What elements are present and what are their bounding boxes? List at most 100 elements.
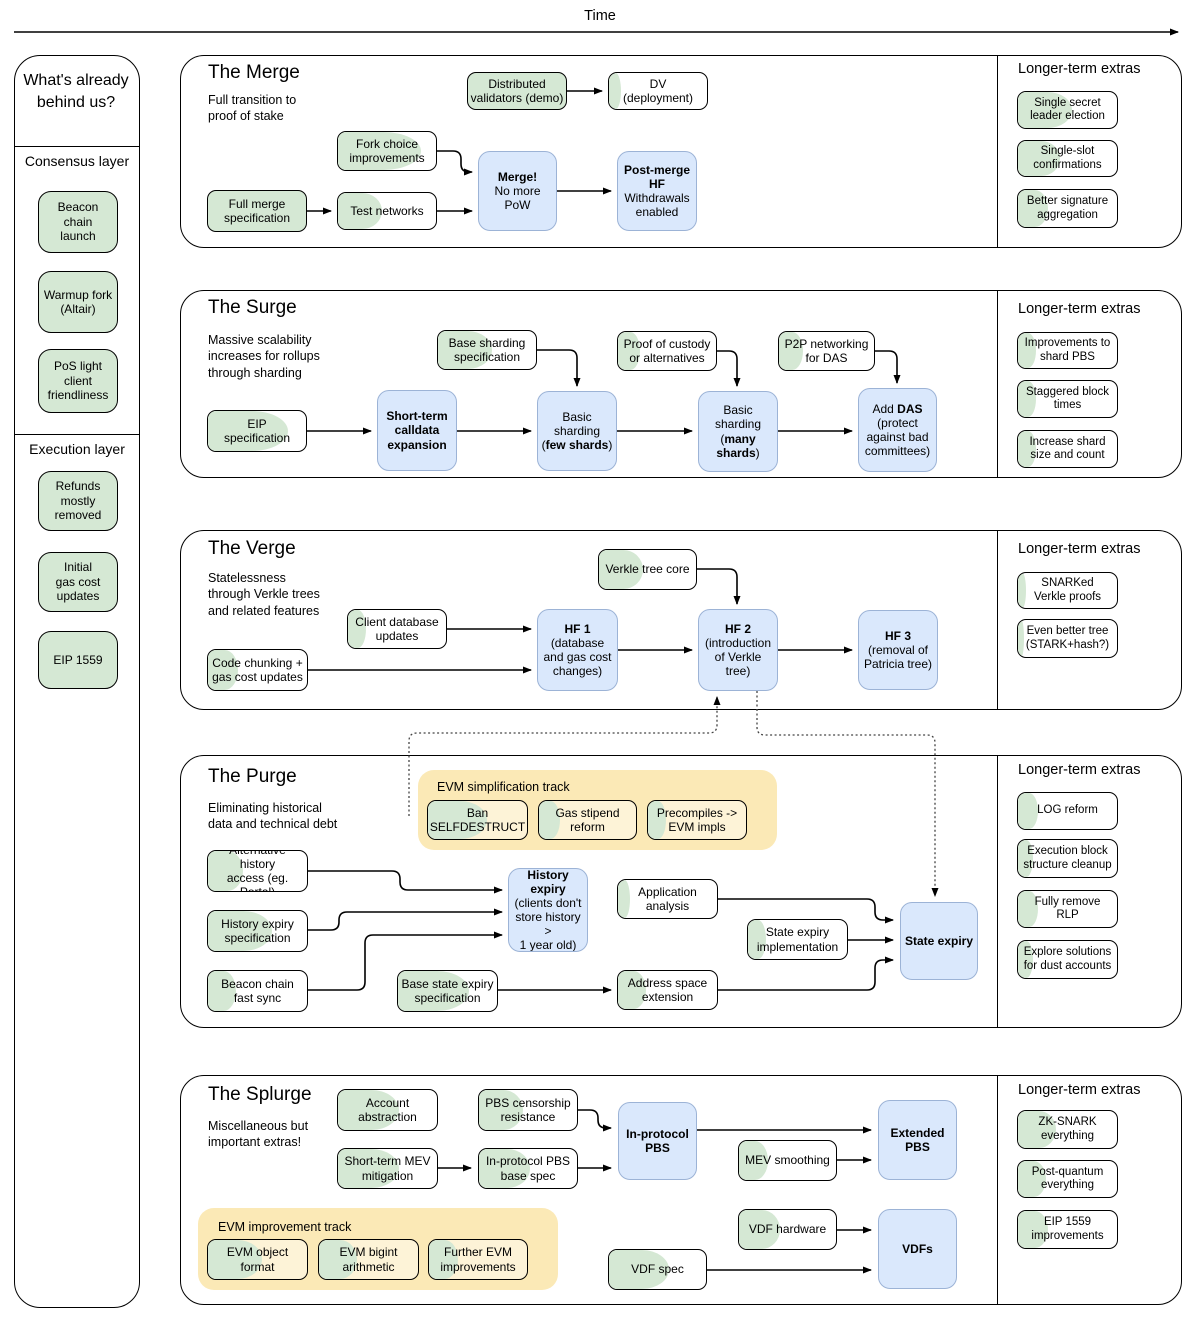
mev-smoothing: MEV smoothing: [738, 1140, 837, 1181]
code-chunking-gas-cost-updates-label: Code chunking +gas cost updates: [212, 655, 303, 684]
evm-simplification-track-label: EVM simplification track: [437, 780, 570, 794]
state-expiry-milestone: State expiry: [900, 902, 978, 980]
test-networks-label: Test networks: [350, 203, 424, 218]
verkle-tree-core: Verkle tree core: [598, 549, 697, 590]
extra-even-better-tree-progress: [1018, 620, 1024, 657]
sidebar-whats-behind-us: What's already behind us? Consensus laye…: [14, 55, 140, 1308]
extra-better-signature-aggregation-progress: [1018, 190, 1048, 227]
vdfs-milestone-label: VDFs: [902, 1241, 933, 1256]
extra-fully-remove-rlp-progress: [1018, 891, 1038, 927]
extras-title-the-surge: Longer-term extras: [1018, 301, 1141, 317]
sidebar-divider-2: [15, 434, 139, 435]
dv-deployment: DV(deployment): [608, 72, 708, 110]
extra-even-better-tree: Even better tree(STARK+hash?): [1017, 619, 1118, 658]
state-expiry-implementation-progress: [748, 920, 766, 959]
extra-log-reform-label: LOG reform: [1037, 804, 1098, 817]
row-the-surge: [180, 290, 1182, 478]
vdf-hardware-label: VDF hardware: [748, 1222, 827, 1237]
verkle-tree-core-label: Verkle tree core: [605, 562, 690, 577]
row-title-the-verge: The Verge: [208, 538, 296, 559]
row-subtitle-the-purge: Eliminating historical data and technica…: [208, 801, 338, 832]
extra-post-quantum-everything-progress: [1018, 1161, 1046, 1197]
row-title-the-splurge: The Splurge: [208, 1084, 312, 1105]
history-expiry-specification-progress: [208, 911, 273, 951]
sidebar-item-0-1: Warmup fork(Altair): [38, 271, 118, 333]
row-divider-the-merge: [997, 56, 998, 247]
vdf-hardware-progress: [739, 1210, 780, 1249]
sidebar-divider-1: [15, 146, 139, 147]
extra-log-reform-progress: [1018, 793, 1038, 829]
row-title-the-purge: The Purge: [208, 766, 297, 787]
sidebar-item-1-2: EIP 1559: [38, 631, 118, 689]
code-chunking-gas-cost-updates-progress: [208, 650, 238, 690]
evm-improvement-track-label: EVM improvement track: [218, 1220, 352, 1234]
extra-improvements-to-shard-pbs-progress: [1018, 333, 1036, 368]
further-evm-improvements-progress: [429, 1240, 459, 1279]
vdf-spec: VDF spec: [608, 1249, 707, 1290]
fork-choice-improvements-progress: [338, 132, 422, 170]
row-subtitle-the-merge: Full transition to proof of stake: [208, 93, 297, 124]
test-networks: Test networks: [337, 192, 437, 230]
address-space-extension-progress: [618, 971, 646, 1009]
extras-title-the-splurge: Longer-term extras: [1018, 1082, 1141, 1098]
extra-single-secret-leader-election-progress: [1018, 92, 1073, 128]
state-expiry-milestone-label: State expiry: [904, 933, 974, 948]
row-title-the-merge: The Merge: [208, 62, 300, 83]
pbs-censorship-resistance-progress: [479, 1090, 524, 1130]
